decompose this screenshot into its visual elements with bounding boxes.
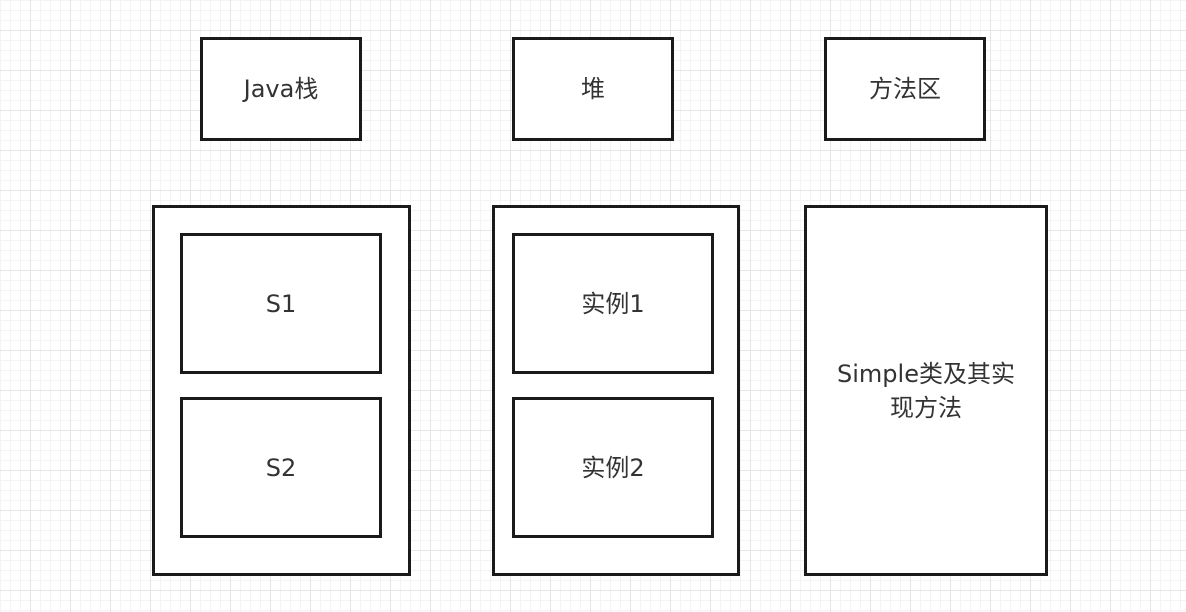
heap-header-label: 堆 [581,75,605,103]
stack-frame-s1: S1 [180,233,382,374]
heap-instance-2: 实例2 [512,397,714,538]
method-area-content: Simple类及其实 现方法 [837,359,1015,422]
method-area-header: 方法区 [824,37,986,141]
heap-instance-1-label: 实例1 [581,289,645,318]
java-stack-header: Java栈 [200,37,362,141]
method-area-container: Simple类及其实 现方法 [804,205,1048,576]
heap-instance-2-label: 实例2 [581,453,645,482]
stack-frame-s1-label: S1 [265,289,297,318]
stack-frame-s2-label: S2 [265,453,297,482]
heap-header: 堆 [512,37,674,141]
java-stack-header-label: Java栈 [243,75,319,103]
heap-instance-1: 实例1 [512,233,714,374]
stack-frame-s2: S2 [180,397,382,538]
method-area-header-label: 方法区 [869,75,941,103]
